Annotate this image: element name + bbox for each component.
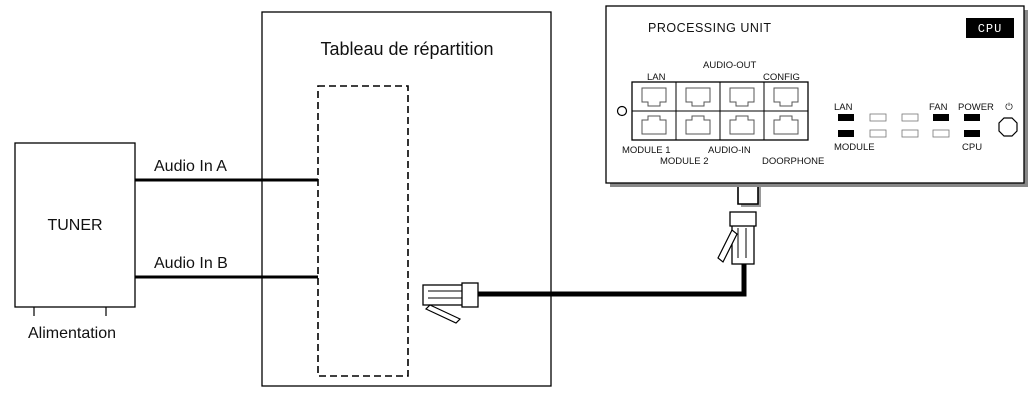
port-label-module2: MODULE 2 xyxy=(660,156,709,167)
audio-in-a-label: Audio In A xyxy=(154,158,227,175)
rj45-plug-left xyxy=(422,282,479,324)
jack-doorphone xyxy=(773,115,799,135)
led-label-module: MODULE xyxy=(834,142,875,153)
patch-panel-title: Tableau de répartition xyxy=(320,39,493,59)
jack-block xyxy=(631,81,809,141)
tuner-label: TUNER xyxy=(47,217,102,234)
rj45-plug-right xyxy=(717,211,757,265)
port-label-audio-in: AUDIO-IN xyxy=(708,145,751,156)
processing-unit: PROCESSING UNIT CPU xyxy=(605,5,1028,187)
jack-lan xyxy=(641,87,667,107)
led-fan xyxy=(933,114,949,121)
port-label-lan: LAN xyxy=(647,72,666,83)
tuner-device: TUNER Alimentation xyxy=(14,142,136,342)
led-label-cpu: CPU xyxy=(962,142,982,153)
jack-module-2 xyxy=(685,115,711,135)
jack-config xyxy=(773,87,799,107)
audio-in-b-label: Audio In B xyxy=(154,255,228,272)
led-module xyxy=(838,130,854,137)
patch-panel: Tableau de répartition xyxy=(261,11,552,387)
port-label-config: CONFIG xyxy=(763,72,800,83)
jack-module-1 xyxy=(641,115,667,135)
audio-lines: Audio In A Audio In B xyxy=(135,158,318,279)
jack-audio-in xyxy=(729,115,755,135)
led-power xyxy=(964,114,980,121)
indicator-panel: LAN FAN POWER ⏻ MODULE CPU xyxy=(834,102,1018,153)
port-label-doorphone: DOORPHONE xyxy=(762,156,824,167)
processing-unit-title: PROCESSING UNIT xyxy=(648,21,772,35)
cpu-badge-label: CPU xyxy=(978,22,1003,36)
cable-wire xyxy=(462,262,747,297)
cpu-badge xyxy=(966,18,1014,38)
port-label-module1: MODULE 1 xyxy=(622,145,671,156)
led-label-fan: FAN xyxy=(929,102,948,113)
patch-panel-box xyxy=(261,11,552,387)
led-slot-1 xyxy=(869,113,887,122)
power-button[interactable] xyxy=(998,117,1018,137)
led-label-power: POWER xyxy=(958,102,994,113)
led-slot-5 xyxy=(932,129,950,138)
patch-panel-punch-block xyxy=(317,85,409,377)
led-cpu xyxy=(964,130,980,137)
led-lan xyxy=(838,114,854,121)
led-slot-3 xyxy=(869,129,887,138)
power-label: Alimentation xyxy=(28,325,116,342)
mount-hole-icon xyxy=(616,105,628,117)
led-slot-4 xyxy=(901,129,919,138)
tuner-box xyxy=(14,142,136,308)
led-slot-2 xyxy=(901,113,919,122)
led-label-lan: LAN xyxy=(834,102,853,113)
jack-audio-out-1 xyxy=(685,87,711,107)
port-label-audio-out: AUDIO-OUT xyxy=(703,60,757,71)
jack-audio-out-2 xyxy=(729,87,755,107)
power-symbol-icon: ⏻ xyxy=(1005,102,1013,113)
